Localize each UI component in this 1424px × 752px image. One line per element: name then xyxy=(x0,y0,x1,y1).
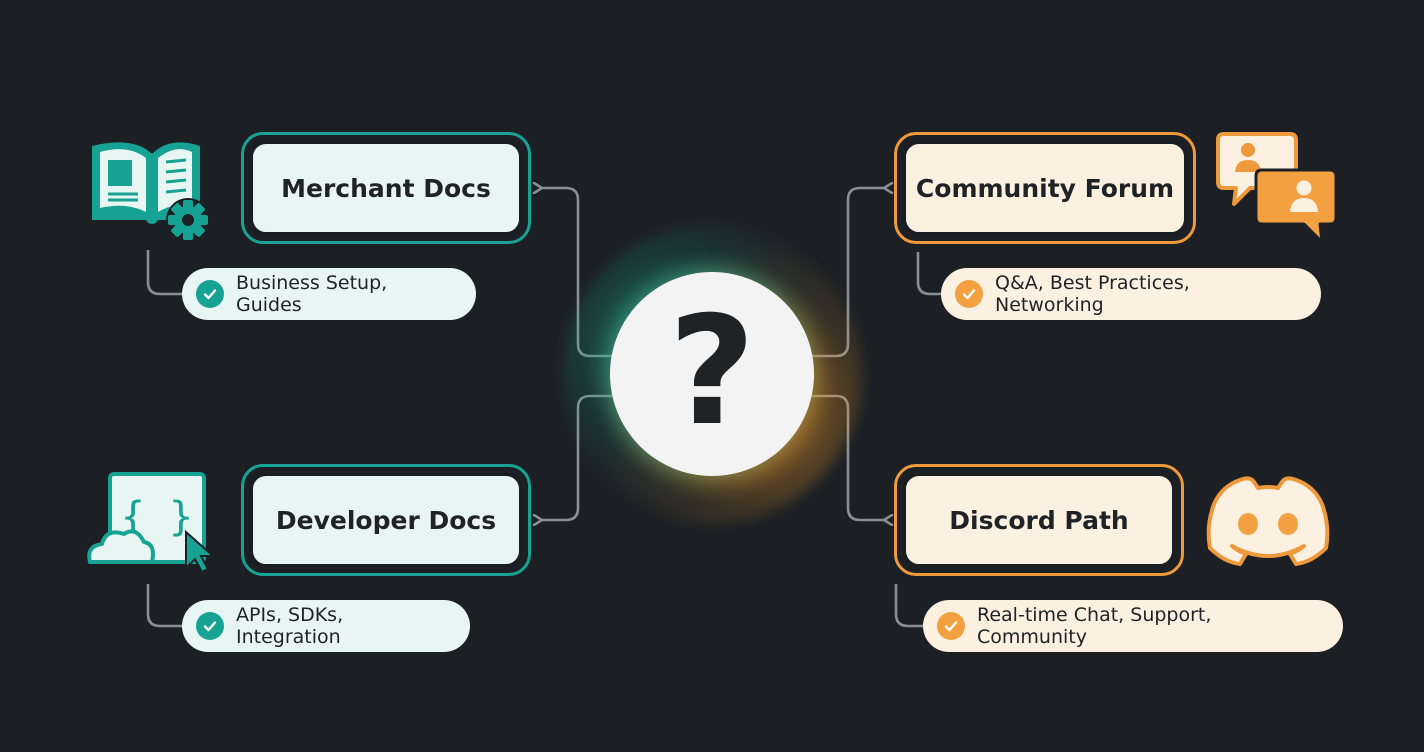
community-forum-detail: Q&A, Best Practices, Networking xyxy=(941,268,1321,320)
check-icon xyxy=(937,612,965,640)
merchant-docs-label: Merchant Docs xyxy=(250,141,522,235)
check-icon xyxy=(196,612,224,640)
connector-discord-detail xyxy=(894,584,926,628)
discord-icon xyxy=(1206,476,1330,566)
discord-path-label: Discord Path xyxy=(903,473,1175,567)
developer-docs-label: Developer Docs xyxy=(250,473,522,567)
community-forum-node[interactable]: Community Forum xyxy=(894,132,1196,244)
merchant-docs-detail: Business Setup, Guides xyxy=(182,268,476,320)
community-forum-label: Community Forum xyxy=(903,141,1187,235)
developer-docs-node[interactable]: Developer Docs xyxy=(241,464,531,576)
connector-community-detail xyxy=(916,252,944,296)
discord-path-detail: Real-time Chat, Support, Community xyxy=(923,600,1343,652)
chat-bubbles-icon xyxy=(1216,132,1338,244)
developer-docs-detail: APIs, SDKs, Integration xyxy=(182,600,470,652)
merchant-docs-node[interactable]: Merchant Docs xyxy=(241,132,531,244)
book-gear-icon xyxy=(92,142,210,242)
discord-path-node[interactable]: Discord Path xyxy=(894,464,1184,576)
check-icon xyxy=(955,280,983,308)
connector-developer-detail xyxy=(146,584,184,628)
question-mark: ? xyxy=(668,285,756,459)
merchant-docs-detail-text: Business Setup, Guides xyxy=(236,272,388,316)
developer-docs-detail-text: APIs, SDKs, Integration xyxy=(236,604,344,648)
community-forum-detail-text: Q&A, Best Practices, Networking xyxy=(995,272,1190,316)
discord-path-detail-text: Real-time Chat, Support, Community xyxy=(977,604,1212,648)
center-question-node[interactable]: ? xyxy=(610,272,814,476)
code-cloud-cursor-icon: { } xyxy=(87,472,216,574)
check-icon xyxy=(196,280,224,308)
connector-merchant-detail xyxy=(146,250,184,296)
